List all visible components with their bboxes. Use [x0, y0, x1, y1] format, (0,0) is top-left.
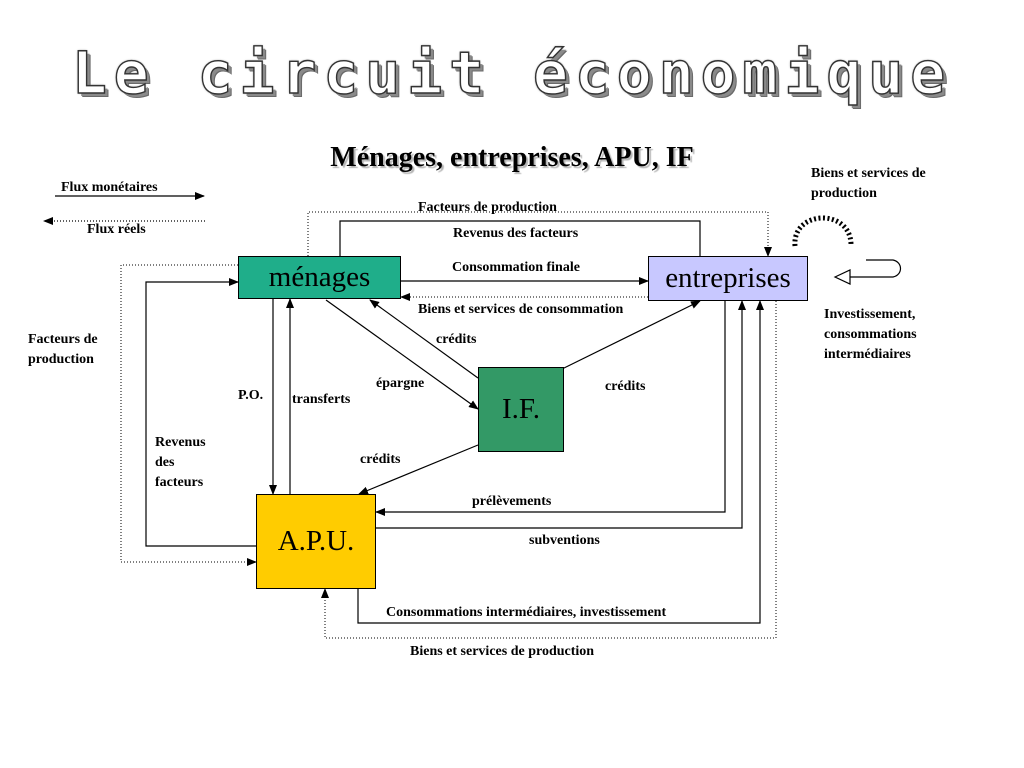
flow-credits-entreprises [559, 300, 701, 371]
node-apu: A.P.U. [256, 494, 376, 589]
node-if: I.F. [478, 367, 564, 452]
flow-epargne [325, 299, 479, 410]
flow-facteurs-top [336, 220, 701, 265]
label-po: P.O. [238, 388, 264, 403]
node-entreprises: entreprises [648, 256, 808, 301]
loop-production-icon [792, 215, 854, 247]
node-menages: ménages [238, 256, 401, 299]
page-title: Le circuit économique [71, 38, 953, 107]
label-revenus-left: Revenus des facteurs [155, 435, 206, 490]
flow-facteurs-left [120, 264, 257, 566]
flow-subventions [376, 300, 746, 529]
flow-consommations-inter [357, 300, 764, 624]
label-prelevements: prélèvements [472, 494, 552, 509]
label-consommation-finale: Consommation finale [452, 260, 580, 275]
loop-investissement-arrowhead [833, 269, 851, 285]
label-investissement-right: Investissement, consommations intermédia… [824, 307, 917, 362]
flow-credits-menages [369, 299, 479, 379]
flow-revenus-top [307, 211, 772, 257]
legend-real-label: Flux réels [87, 222, 146, 237]
flow-prelevements [375, 301, 726, 516]
label-biens-consommation: Biens et services de consommation [418, 302, 624, 317]
legend-monetary-label: Flux monétaires [61, 180, 158, 195]
page-subtitle: Ménages, entreprises, APU, IF [330, 142, 694, 173]
flow-credits-apu [358, 444, 479, 495]
flow-revenus-left [145, 278, 256, 547]
label-credits-apu: crédits [360, 452, 401, 467]
loop-investissement-icon [843, 259, 902, 278]
label-facteurs-top: Facteurs de production [418, 200, 557, 215]
label-credits-menages: crédits [436, 332, 477, 347]
label-credits-entreprises: crédits [605, 379, 646, 394]
label-biens-production-bottom: Biens et services de production [410, 644, 595, 659]
label-biens-production-right: Biens et services de production [811, 166, 926, 201]
label-consommations-inter: Consommations intermédiaires, investisse… [386, 605, 667, 620]
label-facteurs-left: Facteurs de production [28, 332, 98, 367]
label-revenus-top: Revenus des facteurs [453, 226, 579, 241]
label-subventions: subventions [529, 533, 600, 548]
label-epargne: épargne [376, 376, 425, 391]
flow-biens-production-bottom [321, 301, 777, 639]
label-transferts: transferts [292, 392, 351, 407]
